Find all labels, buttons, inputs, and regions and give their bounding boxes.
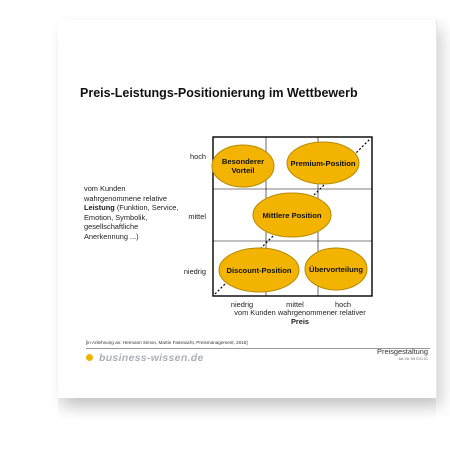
label-besonderer-vorteil-line2: Vorteil	[231, 166, 255, 175]
document-title: Preisgestaltung	[377, 347, 428, 356]
ellipse-besonderer-vorteil	[211, 144, 275, 188]
label-mittlere: Mittlere Position	[262, 211, 322, 220]
brand-name: business-wissen.de	[99, 352, 204, 364]
document-number: Art.-Nr. 09.CV1.01	[398, 357, 428, 361]
x-level-low: niedrig	[230, 300, 254, 309]
y-axis-label-suffix: (Funktion, Service, Emotion, Symbolik, g…	[84, 203, 179, 241]
label-premium: Premium-Position	[290, 159, 356, 168]
y-axis-label-prefix: vom Kunden wahrgenommene relative	[84, 184, 167, 203]
x-axis-label-line2: Preis	[290, 317, 310, 326]
ellipse-uebervorteilung	[304, 247, 368, 291]
y-axis-label-bold: Leistung	[84, 203, 115, 213]
label-besonderer-vorteil-line1: Besonderer	[221, 157, 265, 166]
ellipse-premium	[286, 141, 360, 185]
y-axis-label: vom Kunden wahrgenommene relative Leistu…	[84, 184, 180, 242]
x-level-high: hoch	[334, 300, 352, 309]
y-level-high: hoch	[189, 152, 206, 161]
label-uebervorteilung: Übervorteilung	[308, 265, 363, 274]
ellipse-discount	[218, 247, 300, 293]
source-note: [in Anlehnung an: Hermann Simon, Martin …	[86, 340, 248, 345]
y-level-low: niedrig	[183, 267, 206, 276]
page-title: Preis-Leistungs-Positionierung im Wettbe…	[80, 86, 358, 100]
x-level-mid: mittel	[286, 300, 304, 309]
y-level-mid: mittel	[188, 212, 206, 221]
label-discount: Discount-Position	[226, 266, 292, 275]
footer-divider	[86, 348, 430, 349]
brand-dot-icon	[86, 354, 93, 361]
x-axis-label-line1: vom Kunden wahrgenommener relativer	[234, 308, 366, 317]
ellipse-mittlere	[252, 192, 332, 238]
page-reflection	[58, 398, 436, 420]
brand-logo: business-wissen.de	[86, 352, 204, 364]
x-axis-label: vom Kunden wahrgenommener relativer Prei…	[190, 308, 410, 326]
label-besonderer-vorteil: Besonderer Vorteil	[213, 157, 273, 175]
